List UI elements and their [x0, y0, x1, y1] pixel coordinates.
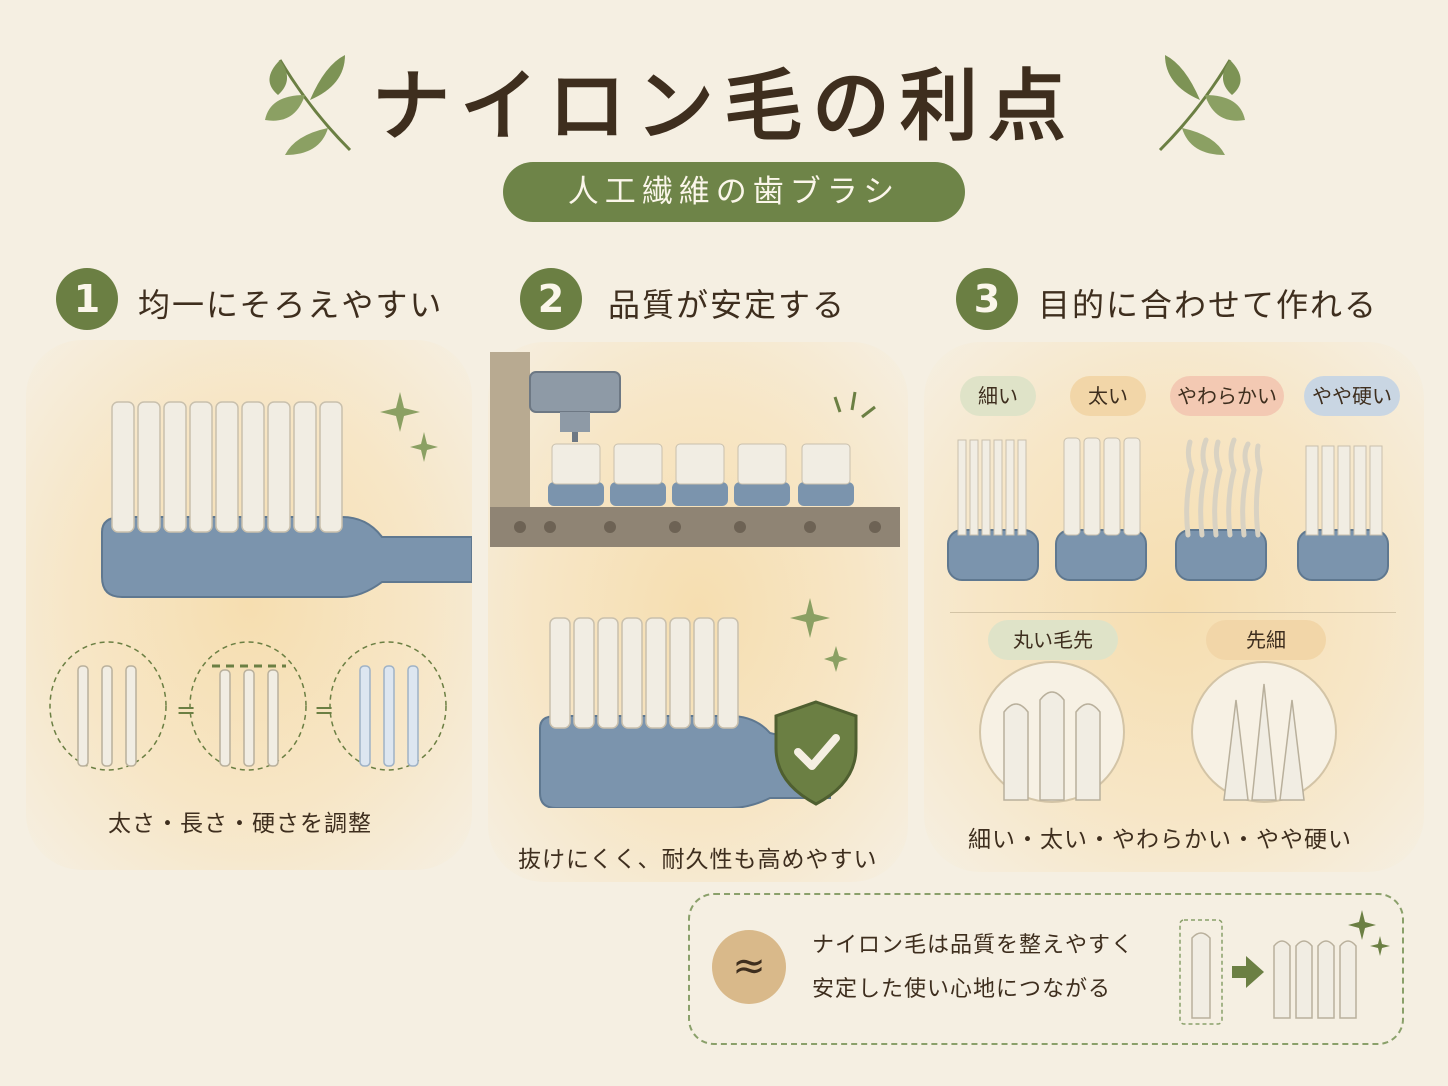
bristle-consistency-illustration	[1179, 910, 1390, 1025]
tip-tag-tapered: 先細	[1206, 620, 1326, 660]
approx-icon: ≈	[712, 930, 786, 1004]
tip-tag-round: 丸い毛先	[988, 620, 1118, 660]
type-tag-thick: 太い	[1070, 376, 1146, 416]
subtitle-badge: 人工繊維の歯ブラシ	[503, 162, 965, 222]
equals-sign-2: =	[314, 696, 334, 724]
type-tag-soft: やわらかい	[1170, 376, 1284, 416]
section-2-number: 2	[520, 268, 582, 330]
section-1-heading: 均一にそろえやすい	[138, 286, 444, 324]
section-2-heading: 品質が安定する	[608, 286, 847, 324]
bristle-types-illustration	[947, 437, 1389, 581]
equals-sign-1: =	[176, 696, 196, 724]
section-3-heading: 目的に合わせて作れる	[1038, 286, 1379, 324]
section-3-caption: 細い・太い・やわらかい・やや硬い	[968, 827, 1352, 853]
section-3-divider	[950, 612, 1396, 613]
note-line-1: ナイロン毛は品質を整えやすく	[812, 933, 1135, 958]
page-title: ナイロン毛の利点	[371, 61, 1076, 152]
section-1-number: 1	[56, 268, 118, 330]
right-leaf-icon	[1158, 55, 1245, 155]
sparkle-icon	[380, 392, 438, 462]
section-2-caption: 抜けにくく、耐久性も高めやすい	[518, 847, 878, 873]
shield-check-icon	[774, 700, 858, 806]
section-3-number: 3	[956, 268, 1018, 330]
type-tag-thin: 細い	[960, 376, 1036, 416]
toothbrush-uniform-illustration	[101, 401, 472, 598]
factory-line-illustration	[490, 352, 900, 547]
type-tag-firm: やや硬い	[1304, 376, 1400, 416]
left-leaf-icon	[265, 55, 352, 155]
section-1-caption: 太さ・長さ・硬さを調整	[108, 811, 372, 837]
durable-toothbrush-illustration	[539, 598, 848, 808]
bristle-tip-illustration	[979, 661, 1337, 803]
bristle-comparison-illustration: = =	[49, 641, 447, 771]
summary-note-box	[688, 893, 1404, 1045]
note-line-2: 安定した使い心地につながる	[812, 977, 1112, 1002]
